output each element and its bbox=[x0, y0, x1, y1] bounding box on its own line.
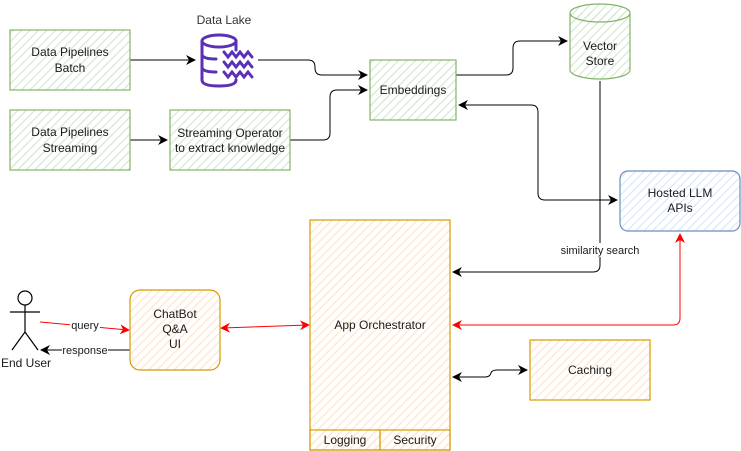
edge-embeddings-llm[interactable] bbox=[458, 100, 618, 205]
orchestrator-label: App Orchestrator bbox=[334, 318, 425, 332]
chatbot-label-line1: ChatBot bbox=[153, 307, 197, 321]
node-chatbot-ui[interactable]: ChatBot Q&A UI bbox=[129, 289, 221, 371]
edge-datalake-to-embeddings[interactable] bbox=[258, 59, 368, 80]
node-embeddings[interactable]: Embeddings bbox=[369, 59, 457, 121]
batch-label-line1: Data Pipelines bbox=[31, 45, 108, 59]
security-label: Security bbox=[393, 433, 436, 447]
caching-label: Caching bbox=[568, 363, 612, 377]
orchestrator-security[interactable]: Security bbox=[379, 429, 451, 451]
chatbot-label-line3: UI bbox=[169, 337, 181, 351]
node-data-pipelines-streaming[interactable]: Data Pipelines Streaming bbox=[9, 109, 131, 171]
node-end-user[interactable]: End User bbox=[1, 290, 51, 370]
edge-embeddings-to-vectorstore[interactable] bbox=[456, 36, 568, 76]
streaming-label-line1: Data Pipelines bbox=[31, 125, 108, 139]
query-label: query bbox=[71, 320, 99, 332]
edge-orchestrator-caching[interactable] bbox=[452, 365, 528, 382]
node-app-orchestrator[interactable]: App Orchestrator Logging Security bbox=[309, 219, 451, 451]
node-vector-store[interactable]: Vector Store bbox=[569, 3, 631, 80]
edge-chatbot-orchestrator[interactable] bbox=[220, 320, 310, 333]
chatbot-label-line2: Q&A bbox=[162, 322, 187, 336]
llm-label-line1: Hosted LLM bbox=[648, 186, 713, 200]
data-lake-icon bbox=[200, 33, 254, 88]
orchestrator-logging[interactable]: Logging bbox=[309, 429, 381, 451]
edge-operator-to-embeddings[interactable] bbox=[290, 85, 368, 141]
operator-label-line1: Streaming Operator bbox=[177, 126, 282, 140]
edge-orchestrator-llm[interactable] bbox=[452, 233, 685, 330]
vector-store-label-line2: Store bbox=[586, 54, 615, 68]
vector-store-label-line1: Vector bbox=[583, 39, 617, 53]
end-user-label: End User bbox=[1, 356, 51, 370]
llm-label-line2: APIs bbox=[667, 201, 692, 215]
response-label: response bbox=[62, 345, 107, 357]
query-label-bg bbox=[70, 319, 100, 331]
similarity-search-label: similarity search bbox=[561, 245, 640, 257]
node-caching[interactable]: Caching bbox=[529, 339, 651, 401]
embeddings-label: Embeddings bbox=[380, 83, 447, 97]
data-lake-label: Data Lake bbox=[197, 13, 252, 27]
node-streaming-operator[interactable]: Streaming Operator to extract knowledge bbox=[169, 109, 291, 171]
batch-label-line2: Batch bbox=[55, 61, 86, 75]
streaming-label-line2: Streaming bbox=[43, 141, 98, 155]
node-hosted-llm-apis[interactable]: Hosted LLM APIs bbox=[619, 170, 741, 232]
logging-label: Logging bbox=[324, 433, 367, 447]
response-label-bg bbox=[62, 344, 108, 356]
edges: similarity search query response bbox=[39, 36, 685, 382]
node-data-lake[interactable]: Data Lake bbox=[197, 13, 254, 88]
actor-icon bbox=[10, 290, 40, 351]
operator-label-line2: to extract knowledge bbox=[175, 141, 285, 155]
node-data-pipelines-batch[interactable]: Data Pipelines Batch bbox=[9, 29, 131, 91]
